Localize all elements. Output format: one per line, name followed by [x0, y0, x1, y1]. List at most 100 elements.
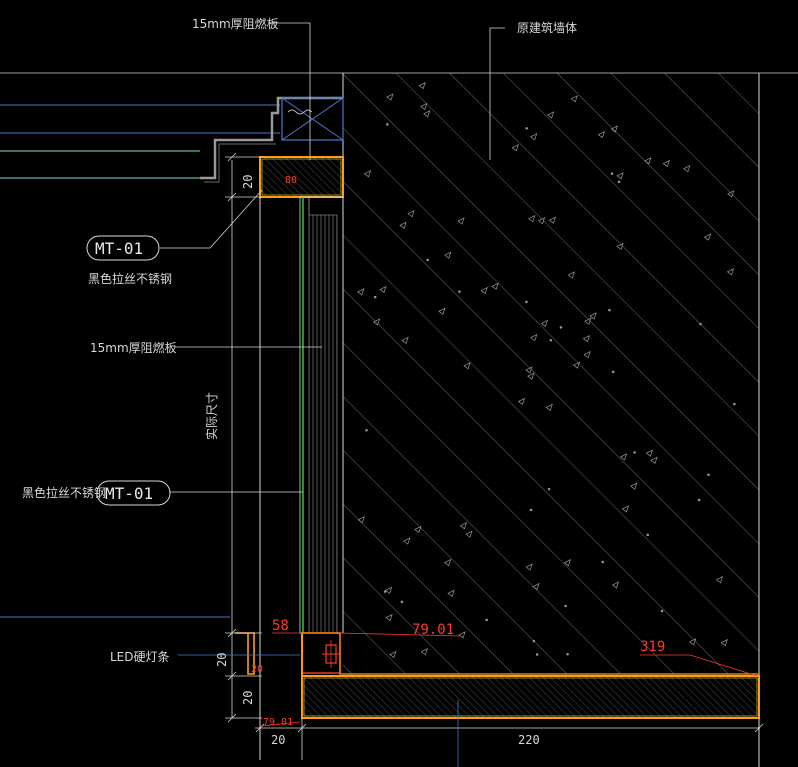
dim-bottom-20: 20 [271, 733, 285, 747]
concrete-mark [363, 170, 372, 178]
concrete-dot [699, 322, 702, 326]
top-stainless-cap: 80 [259, 156, 344, 198]
concrete-mark [611, 581, 620, 589]
concrete-dot [601, 560, 604, 564]
red-58: 58 [272, 618, 289, 634]
concrete-dot [707, 473, 710, 477]
red-7901-a: 79.01 [412, 622, 454, 638]
dim-led-20: 20 [215, 653, 229, 667]
red-7901-b: 79.01 [263, 717, 293, 728]
concrete-dot [485, 618, 488, 622]
concrete-mark [547, 111, 555, 119]
concrete-dot [383, 590, 387, 593]
mt-desc-1: 黑色拉丝不锈钢 [88, 271, 172, 286]
concrete-mark [689, 638, 697, 646]
concrete-dot [633, 451, 636, 454]
concrete-mark [610, 125, 619, 133]
concrete-dot [611, 370, 615, 374]
concrete-mark [401, 336, 409, 345]
concrete-mark [572, 361, 581, 369]
concrete-dot [525, 300, 528, 304]
concrete-mark [423, 110, 431, 118]
concrete-mark [444, 251, 452, 259]
concrete-mark [403, 537, 411, 545]
concrete-mark [662, 159, 670, 168]
dim-bottom-220: 220 [518, 733, 540, 747]
concrete-mark [715, 576, 724, 584]
mid-board-label: 15mm厚阻燃板 [90, 340, 177, 355]
dim-led-20-small: 20 [251, 664, 263, 675]
concrete-mark [491, 282, 499, 290]
concrete-mark [529, 133, 538, 141]
concrete-mark [525, 366, 533, 374]
concrete-mark [399, 221, 407, 229]
concrete-mark [726, 268, 735, 276]
concrete-mark [389, 650, 397, 659]
concrete-mark [420, 648, 429, 656]
concrete-dot [547, 487, 551, 491]
concrete-mark [530, 333, 538, 342]
concrete-mark [584, 317, 592, 325]
concrete-mark [458, 631, 466, 639]
led-label: LED硬灯条 [110, 650, 170, 664]
concrete-mark [630, 482, 638, 490]
concrete-mark [532, 582, 540, 591]
concrete-mark [616, 172, 624, 180]
red-319: 319 [640, 639, 665, 655]
concrete-dot [426, 258, 429, 262]
bottom-stainless-base [301, 632, 760, 719]
mt-tag-1: MT-01 [86, 235, 160, 261]
concrete-mark [517, 397, 526, 406]
concrete-mark [480, 286, 488, 295]
concrete-mark [727, 190, 735, 198]
concrete-mark [447, 589, 455, 597]
concrete-mark [548, 216, 557, 224]
concrete-mark [438, 307, 446, 315]
concrete-mark [379, 285, 387, 294]
concrete-mark [357, 288, 365, 296]
door-frame-lines [0, 96, 343, 618]
concrete-dot [365, 428, 368, 432]
concrete-mark [570, 95, 578, 103]
concrete-mark [528, 215, 536, 223]
concrete-dot [529, 508, 533, 512]
concrete-dot [532, 639, 536, 643]
concrete-mark [650, 456, 658, 464]
concrete-dot [697, 498, 701, 502]
concrete-dot [549, 339, 553, 342]
top-blocking-box [281, 97, 344, 141]
original-wall [0, 72, 798, 767]
dim-top-20: 20 [241, 175, 255, 189]
svg-text:MT-01: MT-01 [105, 484, 153, 503]
concrete-mark [511, 144, 519, 152]
actual-size-label: 实际尺寸 [204, 392, 219, 440]
concrete-mark [597, 130, 605, 139]
concrete-mark [463, 362, 471, 370]
concrete-mark [645, 449, 654, 457]
concrete-dot [610, 172, 614, 175]
concrete-mark [545, 403, 553, 412]
concrete-mark [384, 586, 393, 594]
concrete-mark [525, 563, 533, 571]
concrete-dot [386, 123, 389, 126]
concrete-mark [457, 217, 465, 225]
wall-label: 原建筑墙体 [517, 20, 577, 35]
concrete-mark [459, 522, 468, 530]
concrete-mark [386, 93, 394, 101]
concrete-mark [414, 525, 422, 533]
concrete-mark [589, 312, 597, 320]
concrete-mark [720, 638, 728, 647]
concrete-dot [400, 600, 404, 604]
concrete-mark [703, 233, 712, 241]
concrete-dot [733, 402, 736, 406]
concrete-mark [563, 558, 572, 567]
mt-desc-2: 黑色拉丝不锈钢 [22, 485, 106, 500]
concrete-dot [559, 326, 563, 329]
concrete-mark [537, 217, 546, 225]
concrete-dot [373, 295, 377, 299]
top-small-dim: 80 [285, 175, 297, 186]
concrete-mark [583, 351, 591, 359]
concrete-mark [357, 516, 365, 524]
concrete-dot [617, 180, 621, 184]
concrete-mark [683, 165, 691, 173]
